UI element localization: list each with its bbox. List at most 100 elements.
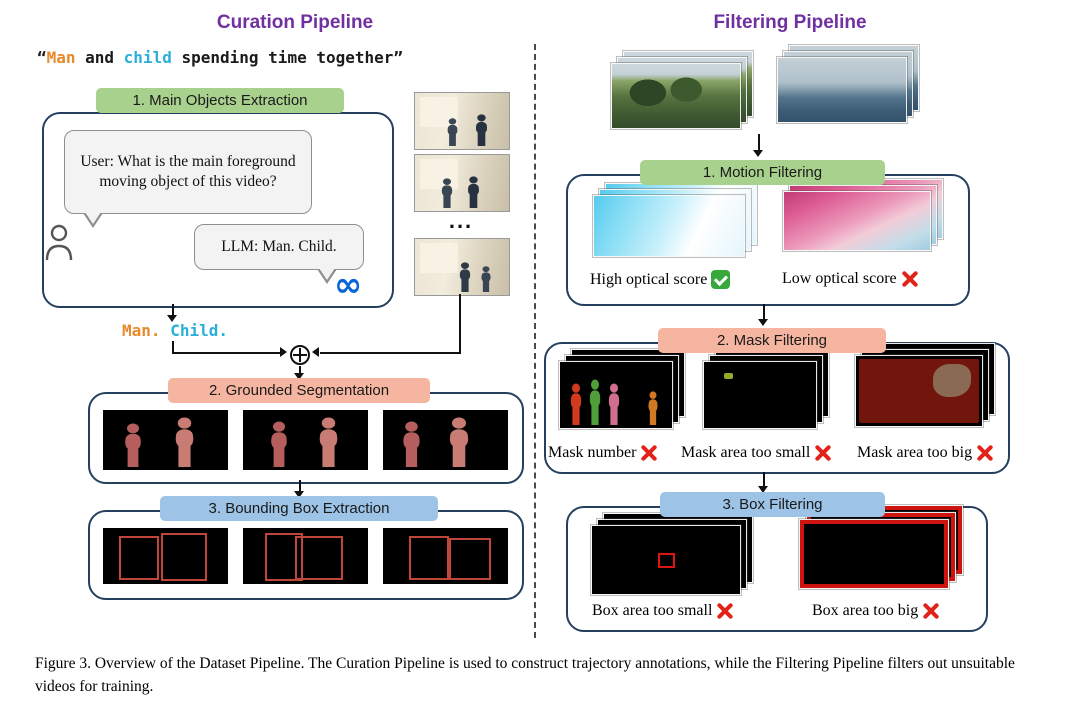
arrow-down-icon: [753, 150, 763, 157]
bounding-box: [161, 533, 207, 581]
mask-stack-too-small: [704, 350, 828, 428]
bounding-box: [295, 536, 343, 580]
segmentation-frame-3: [383, 410, 508, 470]
quote-and: and: [75, 48, 124, 67]
frame-layer: [594, 196, 744, 256]
meta-logo-icon: ∞: [334, 265, 363, 305]
person-silhouette: [479, 266, 493, 292]
cross-icon: [814, 444, 832, 462]
connector-line: [763, 472, 765, 487]
box-stack-too-small: [592, 514, 752, 594]
mask-person-silhouette: [445, 417, 473, 467]
video-frame-2: [414, 154, 510, 212]
figure-caption: Figure 3. Overview of the Dataset Pipeli…: [35, 655, 1015, 696]
arrow-left-icon: [312, 347, 319, 357]
high-optical-score-row: High optical score: [590, 270, 731, 289]
quote-rest: spending time together”: [171, 48, 404, 67]
bbox-frame-1: [103, 528, 228, 584]
arrow-down-icon: [758, 319, 768, 326]
frame-layer: [592, 526, 740, 594]
mask-too-small-label: Mask area too small: [681, 444, 811, 461]
frame-layer: [612, 64, 740, 128]
connector-line: [172, 352, 280, 354]
connector-line: [763, 304, 765, 320]
column-divider: [534, 44, 536, 638]
frame-layer: [800, 520, 948, 588]
box-too-small-row: Box area too small: [592, 602, 734, 620]
mask-person-silhouette: [568, 383, 584, 425]
optical-flow-stack-low: [784, 180, 942, 250]
input-video-stack-lake: [778, 46, 918, 122]
mask-too-big-row: Mask area too big: [857, 444, 994, 462]
mask-stack-too-big: [856, 344, 994, 426]
mask-sub-region: [932, 364, 971, 397]
box-too-big-label: Box area too big: [812, 602, 919, 619]
person-silhouette: [465, 176, 482, 208]
person-silhouette: [473, 114, 490, 146]
video-caption-quote: “Man and child spending time together”: [10, 48, 430, 67]
cross-icon: [901, 270, 919, 288]
connector-line: [172, 304, 174, 317]
cross-icon: [922, 602, 940, 620]
step-main-objects-extraction-label: 1. Main Objects Extraction: [96, 88, 344, 113]
arrow-down-icon: [167, 315, 177, 322]
arrow-right-icon: [280, 347, 287, 357]
result-child: Child.: [170, 321, 228, 340]
mask-person-silhouette: [121, 423, 145, 467]
mask-number-label: Mask number: [548, 444, 637, 461]
mask-person-silhouette: [606, 383, 622, 425]
person-silhouette: [445, 118, 460, 146]
video-frame-1: [414, 92, 510, 150]
arrow-down-icon: [294, 491, 304, 498]
bounding-box: [119, 536, 159, 580]
curation-pipeline-title: Curation Pipeline: [216, 12, 374, 33]
bbox-frame-3: [383, 528, 508, 584]
mask-person-silhouette: [646, 391, 660, 425]
mask-person-silhouette: [399, 421, 424, 467]
frame-layer: [778, 58, 906, 122]
connector-line: [172, 341, 174, 353]
step-bounding-box-extraction-label: 3. Bounding Box Extraction: [160, 496, 438, 521]
user-speech-bubble: User: What is the main foreground moving…: [64, 130, 312, 228]
frame-layer: [704, 362, 816, 428]
mask-too-big-label: Mask area too big: [857, 444, 973, 461]
filtering-pipeline-title: Filtering Pipeline: [713, 12, 867, 33]
frame-layer: [856, 356, 982, 426]
step-motion-filtering-label: 1. Motion Filtering: [640, 160, 885, 185]
cross-icon: [640, 444, 658, 462]
box-too-big-row: Box area too big: [812, 602, 940, 620]
person-silhouette: [439, 178, 455, 208]
connector-line: [299, 480, 301, 492]
bounding-box: [265, 533, 303, 581]
optical-flow-stack-high: [594, 184, 756, 256]
arrow-down-icon: [294, 373, 304, 380]
quote-child: child: [123, 48, 172, 67]
quote-man: Man: [46, 48, 76, 67]
input-video-stack-park: [612, 52, 752, 128]
mask-too-small-row: Mask area too small: [681, 444, 832, 462]
box-stack-too-big: [800, 506, 962, 588]
merge-plus-circle-icon: [290, 345, 310, 365]
extraction-result-text: Man. Child.: [110, 321, 240, 340]
arrow-down-icon: [758, 486, 768, 493]
bounding-box: [409, 536, 449, 580]
mask-stack-number: [560, 350, 684, 428]
step-box-filtering-label: 3. Box Filtering: [660, 492, 885, 517]
low-optical-score-row: Low optical score: [782, 270, 919, 288]
box-too-small-label: Box area too small: [592, 602, 713, 619]
quote-open: “: [36, 48, 47, 67]
frame-layer: [560, 362, 672, 428]
low-optical-score-label: Low optical score: [782, 270, 897, 287]
mask-person-silhouette: [171, 417, 198, 467]
segmentation-frame-1: [103, 410, 228, 470]
tiny-mask-blob: [724, 373, 733, 379]
segmentation-frame-2: [243, 410, 368, 470]
connector-line: [299, 366, 301, 374]
step-grounded-segmentation-label: 2. Grounded Segmentation: [168, 378, 430, 403]
step-mask-filtering-label: 2. Mask Filtering: [658, 328, 886, 353]
bbox-frame-2: [243, 528, 368, 584]
bounding-box: [449, 538, 491, 580]
mask-person-silhouette: [587, 379, 603, 425]
connector-line: [459, 294, 461, 354]
